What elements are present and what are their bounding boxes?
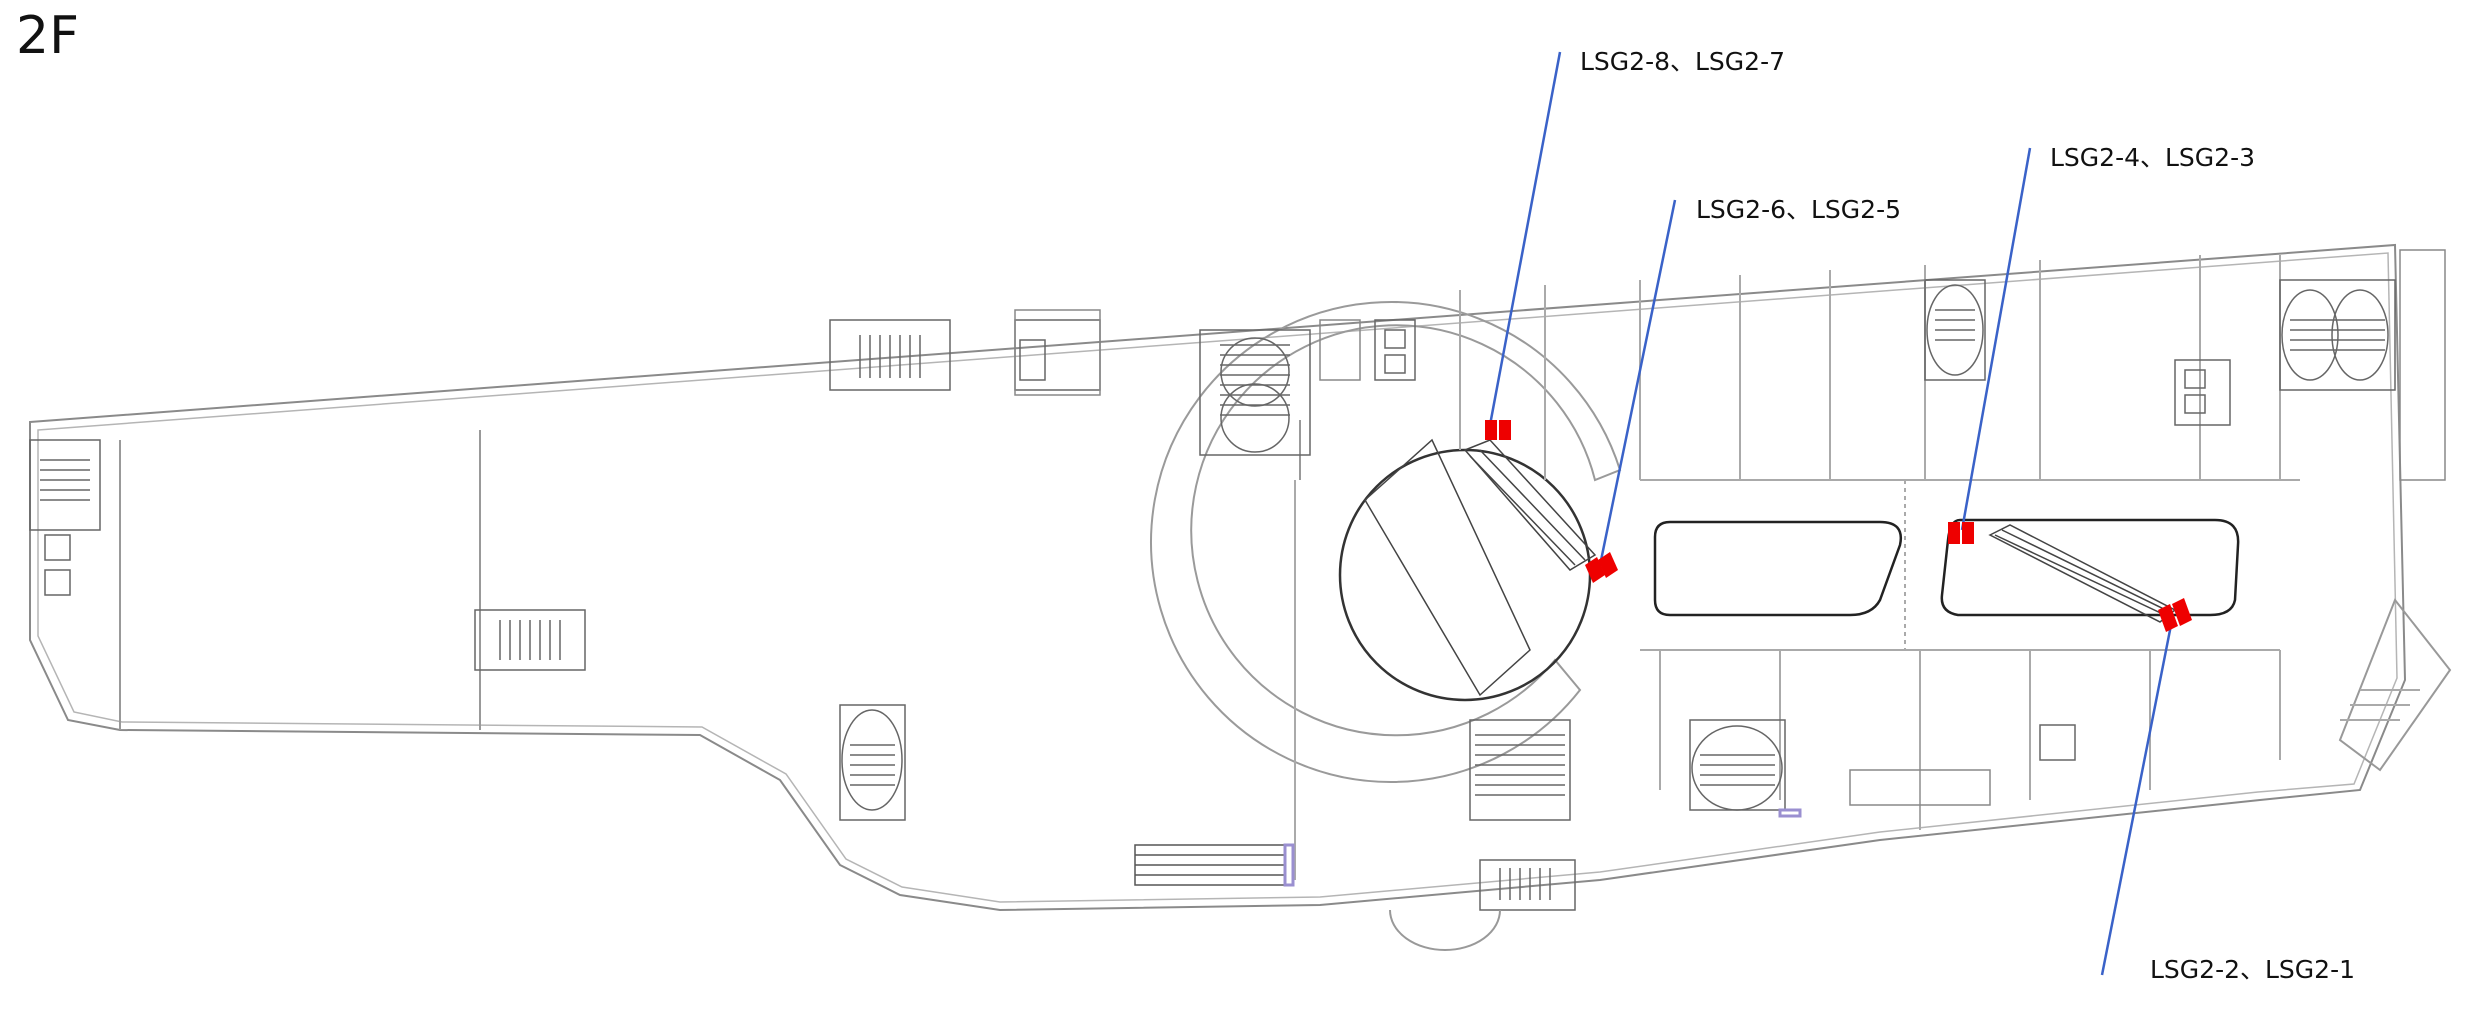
marker-lsg2-5 [1598, 552, 1618, 578]
floor-label: 2F [16, 6, 79, 66]
stair-core-2 [1199, 329, 1311, 456]
stair-core-8 [1689, 719, 1786, 811]
stair-core-7 [1469, 719, 1571, 821]
stair-core-3 [29, 439, 101, 596]
marker-lsg2-3 [1962, 522, 1974, 544]
lift-core [1374, 319, 2231, 761]
bottom-escalator [1134, 844, 1286, 886]
circular-atrium-wall [1150, 301, 1622, 784]
void-left [1653, 520, 1903, 617]
leader-lines [1488, 51, 2174, 976]
stair-core-5 [839, 704, 906, 821]
stair-core-10 [2279, 279, 2396, 391]
marker-lsg2-6 [1585, 557, 1605, 583]
marker-lsg2-1 [2172, 598, 2192, 626]
marker-lsg2-7 [1499, 420, 1511, 440]
marker-lsg2-2 [2158, 604, 2178, 632]
building-outline [29, 243, 2407, 912]
callout-lsg2-6-5: LSG2-6、LSG2-5 [1696, 195, 1902, 224]
void-escalator [1988, 524, 2177, 623]
stair-core-11 [1479, 859, 1576, 911]
stair-core-1 [829, 319, 951, 391]
callout-lsg2-2-1: LSG2-2、LSG2-1 [2150, 955, 2356, 984]
red-markers [1485, 420, 2192, 632]
marker-lsg2-8 [1485, 420, 1497, 440]
atrium-escalator [1463, 439, 1597, 571]
marker-lsg2-4 [1948, 522, 1960, 544]
stair-core-4 [474, 609, 586, 671]
callout-lsg2-4-3: LSG2-4、LSG2-3 [2050, 143, 2256, 172]
stair-core-9 [1924, 279, 1986, 381]
void-right [1940, 518, 2240, 617]
callout-lsg2-8-7: LSG2-8、LSG2-7 [1580, 47, 1786, 76]
